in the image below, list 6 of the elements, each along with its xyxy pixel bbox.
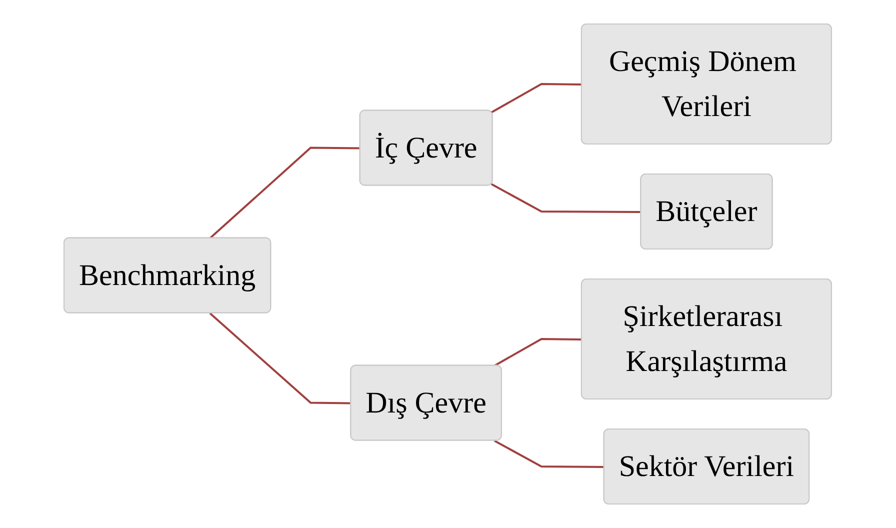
connector: [494, 338, 582, 367]
connector: [210, 146, 361, 239]
connector: [494, 440, 605, 468]
connector: [491, 183, 642, 213]
connector: [491, 83, 582, 114]
connector: [210, 312, 352, 404]
